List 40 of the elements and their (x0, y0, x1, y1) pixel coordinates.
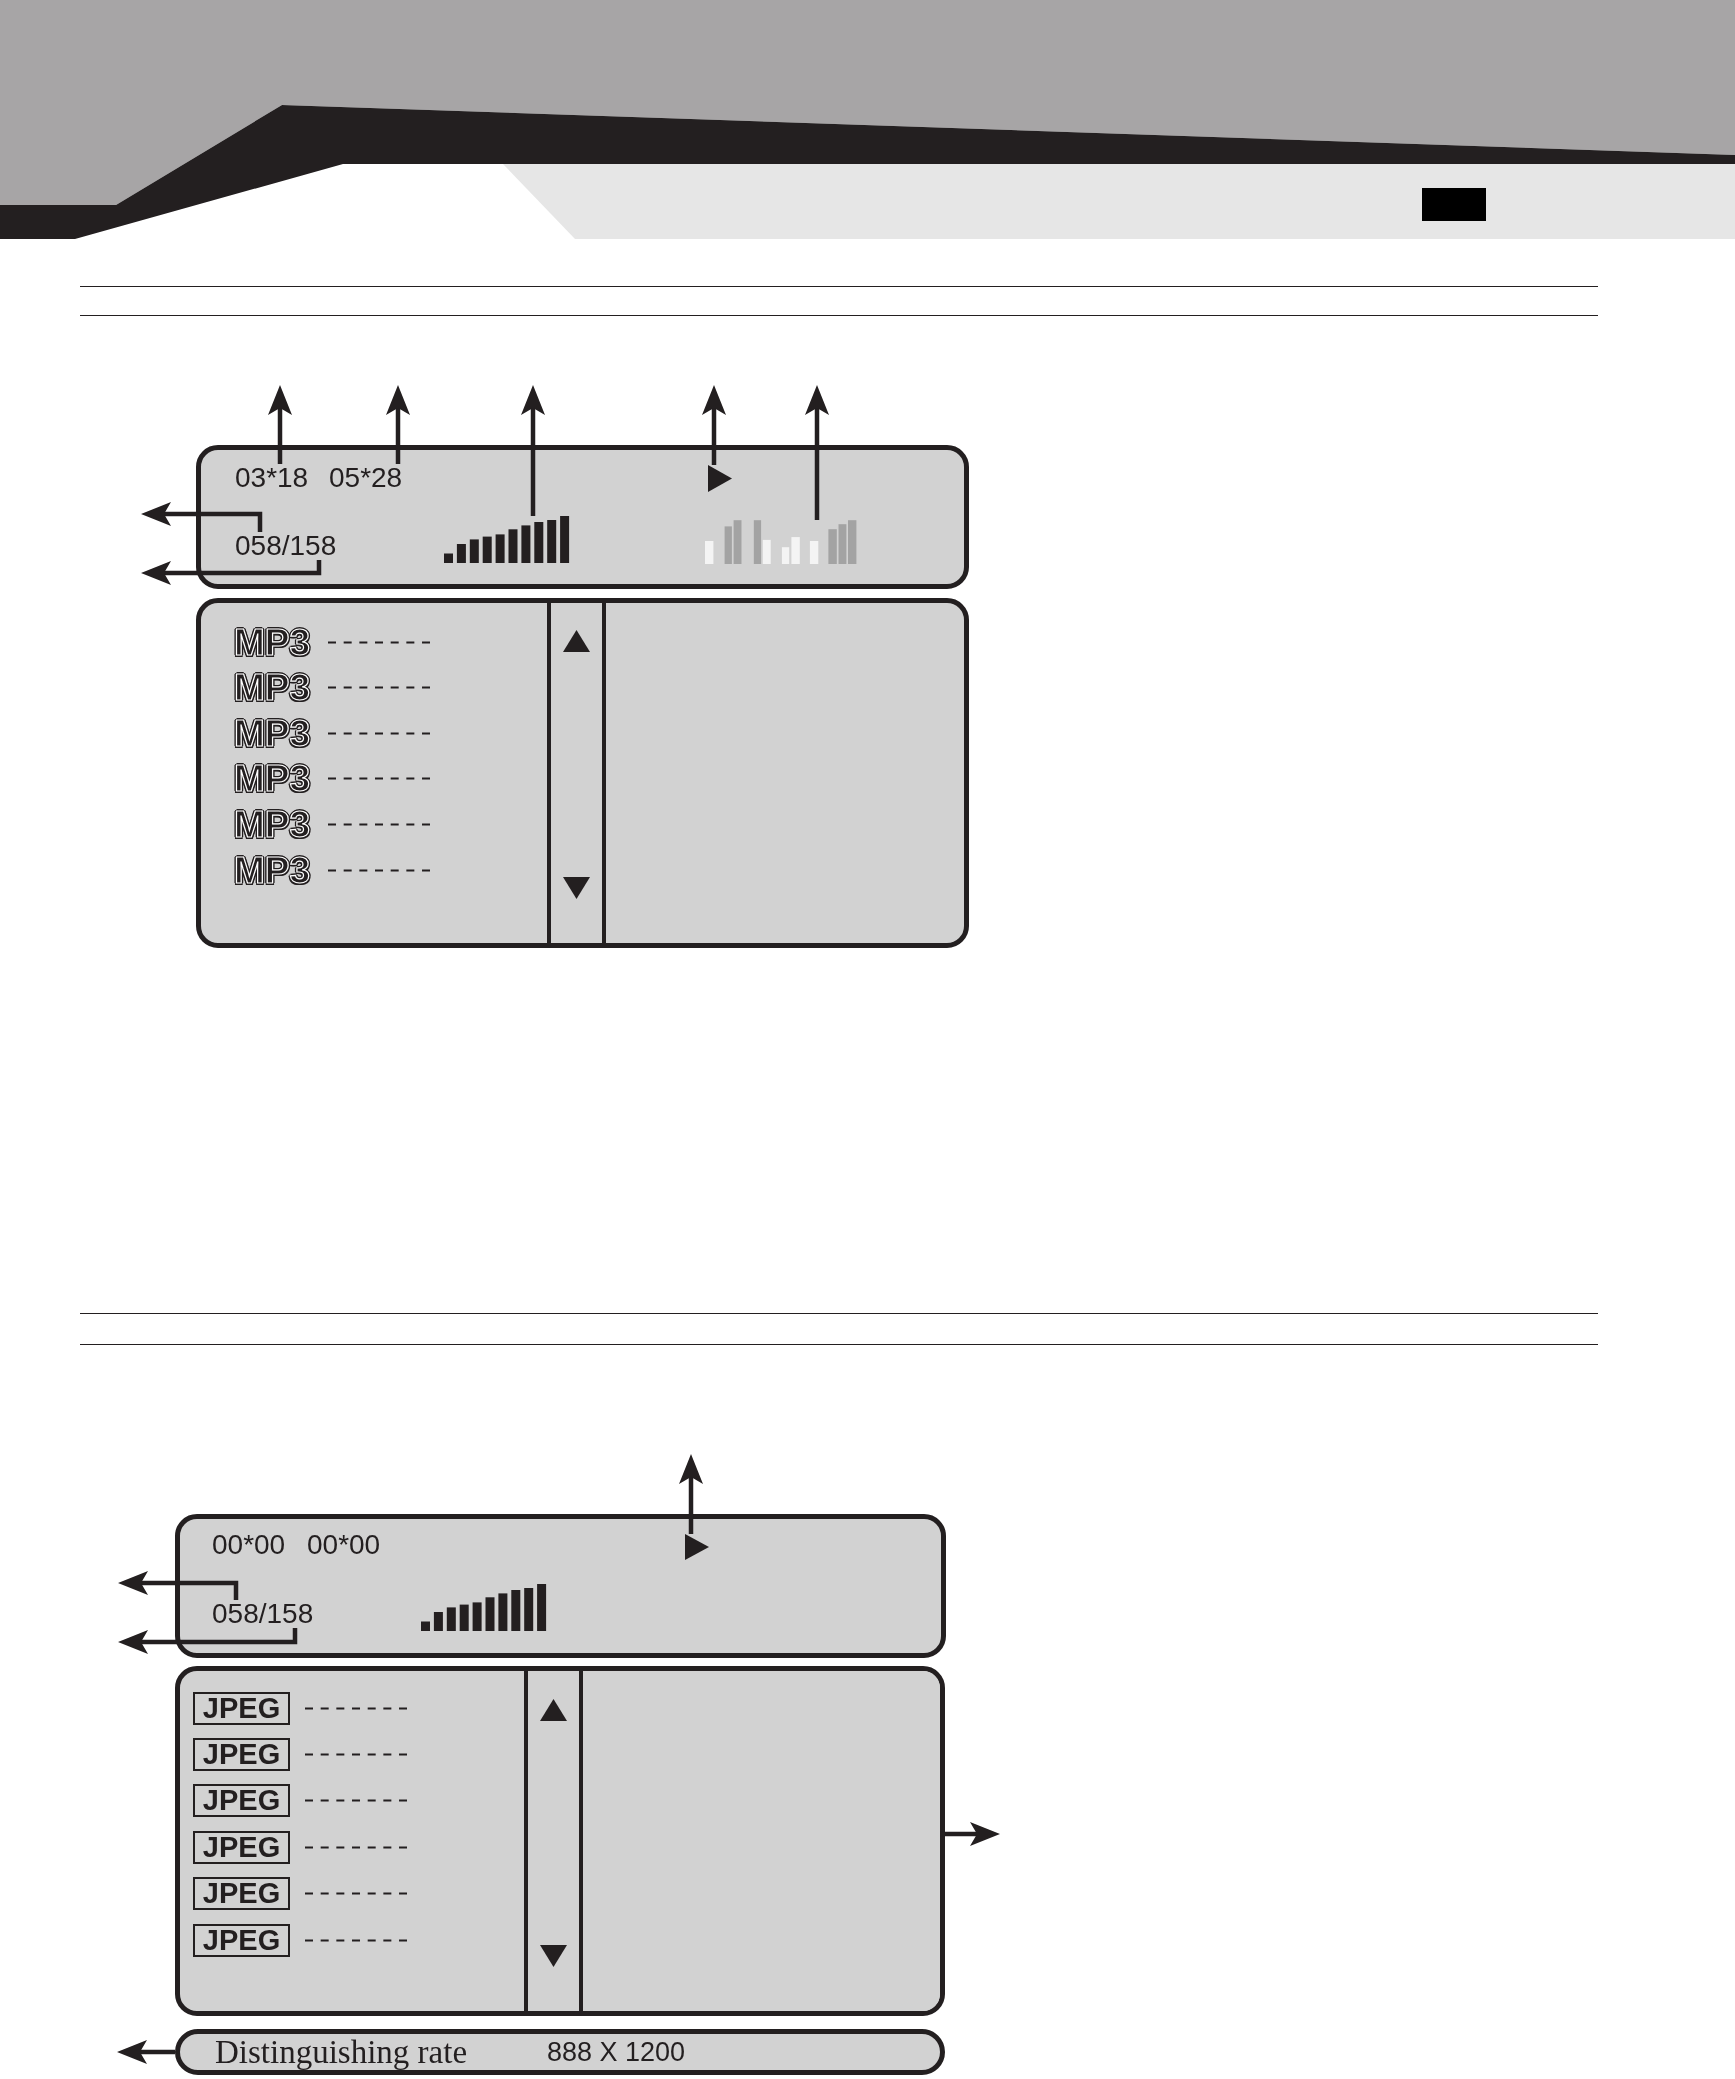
play-icon (685, 1534, 709, 1560)
file-type-label: MP3 (234, 760, 311, 798)
time-readout: 00*00 (307, 1531, 381, 1559)
leader-arrow (679, 1454, 703, 1534)
leader-arrow (118, 1628, 298, 1654)
field-label: Distinguishing rate (215, 2035, 468, 2069)
volume-bars-icon (444, 516, 570, 563)
leader-arrow (805, 385, 829, 520)
file-type-label: MP3 (234, 805, 311, 843)
file-list-panel (196, 598, 969, 948)
status-panel (175, 1514, 946, 1658)
file-type-tag: JPEG (193, 1737, 290, 1771)
leader-arrow (141, 502, 263, 532)
time-readout: 05*28 (329, 464, 403, 492)
file-type-tag: JPEG (193, 1830, 290, 1864)
leader-arrow (117, 2040, 175, 2064)
file-type-tag: JPEG (193, 1691, 290, 1725)
leader-arrow (141, 560, 322, 585)
file-type-label: MP3 (234, 851, 311, 889)
track-counter-text: 058/158 (235, 532, 337, 560)
file-type-tag: JPEG (193, 1923, 290, 1957)
time-readout: 00*00 (212, 1531, 286, 1559)
leader-arrow (268, 385, 292, 464)
leader-arrow (118, 1571, 239, 1600)
volume-bars-icon (421, 1584, 547, 1631)
time-readout: 03*18 (235, 464, 309, 492)
info-bar (175, 2029, 945, 2075)
file-type-label: MP3 (234, 669, 311, 707)
file-type-label: MP3 (234, 714, 311, 752)
leader-arrow (386, 385, 410, 464)
file-type-label: MP3 (234, 623, 311, 661)
resolution-value: 888 X 1200 (547, 2038, 686, 2066)
leader-arrow (702, 385, 726, 465)
file-type-tag: JPEG (193, 1877, 290, 1911)
leader-arrow (521, 385, 545, 516)
equalizer-bars-icon (705, 520, 857, 564)
file-type-tag: JPEG (193, 1784, 290, 1818)
play-icon (708, 465, 732, 492)
status-panel (196, 445, 969, 589)
track-counter-text: 058/158 (212, 1600, 314, 1628)
